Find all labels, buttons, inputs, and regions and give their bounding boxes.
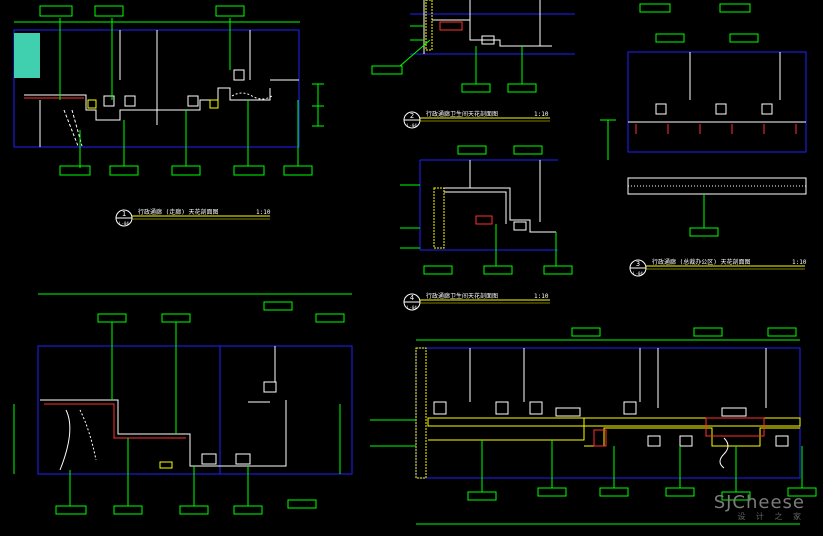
section-4-detail: 4 L-04 行政通廊卫生间天花剖面图 1:10: [400, 145, 573, 311]
section-2-detail: 2 L-04 行政通廊卫生间天花剖面图 1:10: [371, 0, 575, 129]
watermark-subtext: 设 计 之 家: [737, 512, 805, 521]
bottom-left-detail: [13, 293, 353, 515]
section-3-number: 3: [636, 260, 640, 268]
section-4-sheet: L-04: [407, 305, 417, 310]
bottom-right-detail: [370, 327, 817, 525]
section-2-sheet: L-04: [407, 123, 417, 128]
section-1-sheet: L-04: [119, 221, 129, 226]
watermark: SJCheese 设 计 之 家: [714, 492, 805, 522]
section-1-number: 1: [122, 210, 126, 218]
section-4-number: 4: [410, 294, 414, 302]
section-3-sheet: L-04: [633, 271, 643, 276]
section-2-number: 2: [410, 112, 414, 120]
section-3-scale: 1:10: [792, 259, 807, 266]
section-2-title: 行政通廊卫生间天花剖面图: [426, 110, 498, 118]
section-3-detail: 3 L-04 行政通廊 (总裁办公区) 天花剖面图 1:10: [600, 3, 807, 277]
section-3-title: 行政通廊 (总裁办公区) 天花剖面图: [652, 258, 750, 266]
section-1-scale: 1:10: [256, 209, 271, 216]
section-4-title: 行政通廊卫生间天花剖面图: [426, 292, 498, 300]
section-1-title: 行政通廊 (走廊) 天花剖面图: [138, 208, 218, 216]
section-2-scale: 1:10: [534, 111, 549, 118]
section-1-detail: 1 L-04 行政通廊 (走廊) 天花剖面图 1:10: [13, 5, 324, 227]
section-4-scale: 1:10: [534, 293, 549, 300]
watermark-text: SJCheese: [713, 492, 805, 513]
